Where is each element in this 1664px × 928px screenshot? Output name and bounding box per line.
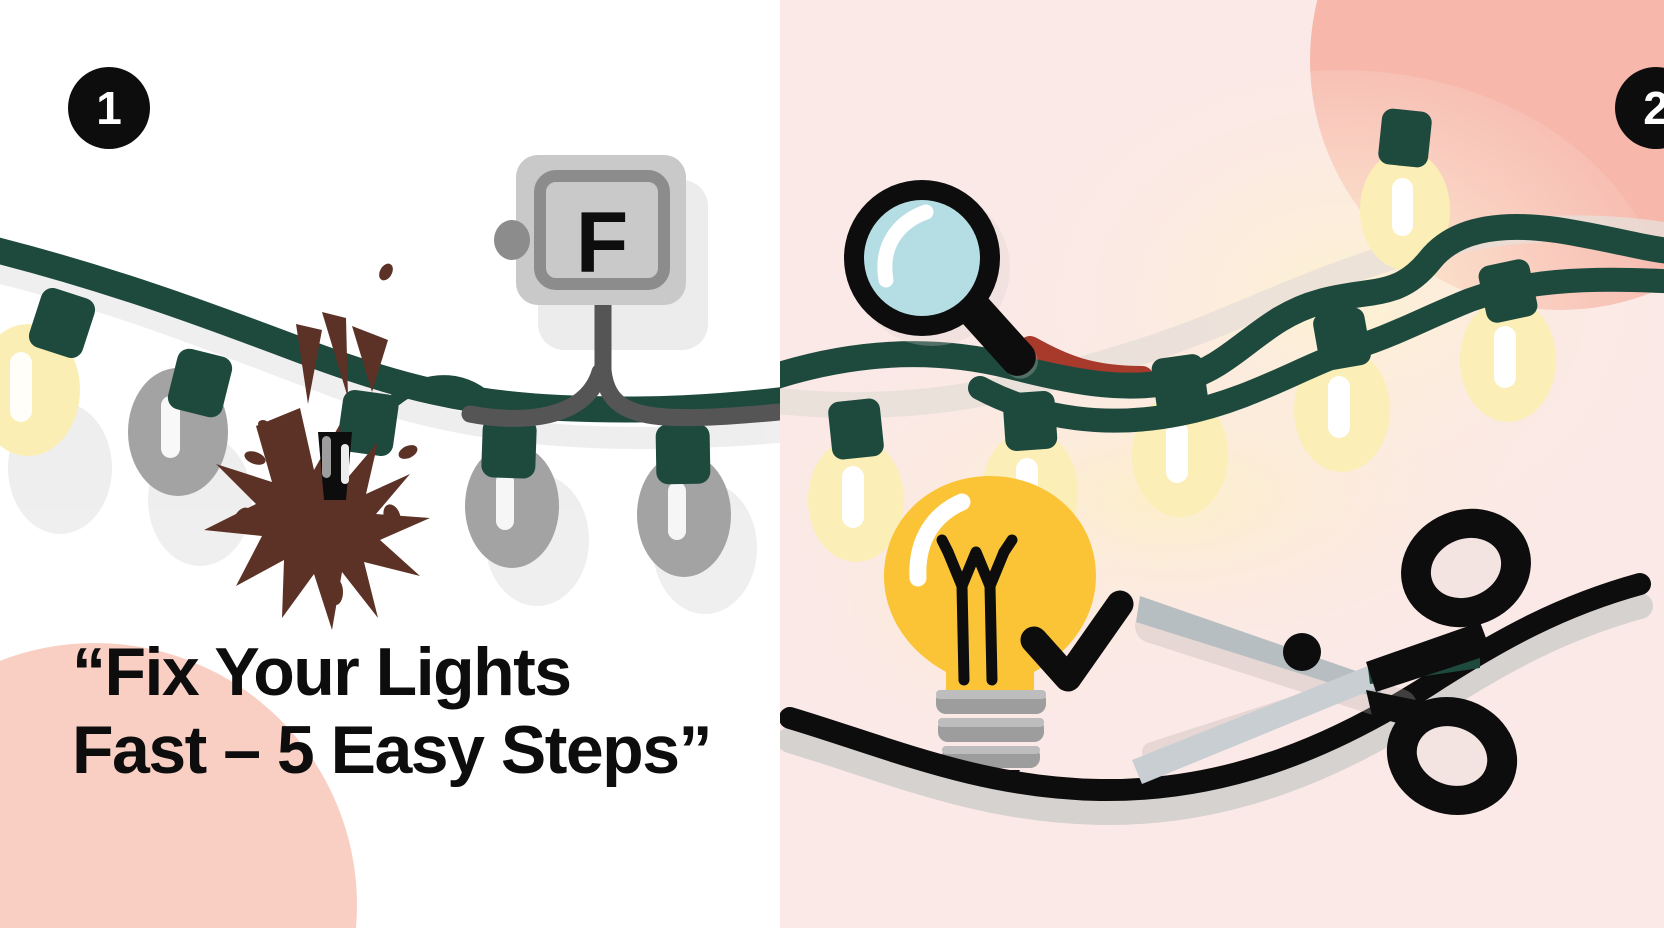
panel-2-artwork [780, 0, 1664, 826]
string-lights-wire-2 [780, 213, 1664, 399]
magnifier-icon [844, 180, 1036, 376]
scissors-blade-lower [1132, 662, 1386, 784]
panel-step-2: 2 Inspect for loose connections [780, 0, 1664, 928]
lit-bulb-yellow [0, 324, 80, 456]
fuse-box-cord [461, 291, 780, 427]
idea-bulb-highlight [909, 493, 971, 587]
broken-bulb-black [318, 432, 352, 500]
check-icon [1020, 590, 1134, 692]
scissors-icon [1132, 508, 1531, 815]
panel-1-artwork: F [0, 155, 780, 928]
wire-loop [388, 375, 499, 411]
spark-burst-brown [204, 263, 430, 630]
fuse-box-icon [494, 155, 686, 305]
lit-bulb-6 [1360, 150, 1450, 270]
lit-bulb-5 [1460, 298, 1556, 422]
scissors-blade-upper [1136, 596, 1384, 700]
burnt-out-bulb-gray-3 [637, 453, 731, 577]
scissors-handle-arm-upper [1366, 622, 1492, 692]
decorative-blob-pink [0, 643, 357, 928]
step-badge-1: 1 [68, 67, 150, 149]
idea-bulb-filament [936, 534, 1018, 686]
magnifier-highlight [877, 204, 934, 288]
bulb-sockets-2 [828, 108, 1538, 460]
panel-step-1: F 1 “Fix Your Lights Fast – 5 Easy Steps… [0, 0, 780, 928]
page-title: “Fix Your Lights Fast – 5 Easy Steps” [72, 634, 713, 789]
fuse-box-label: F [576, 195, 629, 291]
scissors-pivot [1283, 633, 1321, 671]
lit-bulb-4 [1294, 348, 1390, 472]
black-cable [780, 573, 1651, 802]
bulb-sockets [28, 287, 711, 485]
lit-bulb-1 [808, 438, 904, 562]
black-cable-shadow [780, 593, 1653, 826]
string-lights-wire-2c [1328, 267, 1664, 364]
